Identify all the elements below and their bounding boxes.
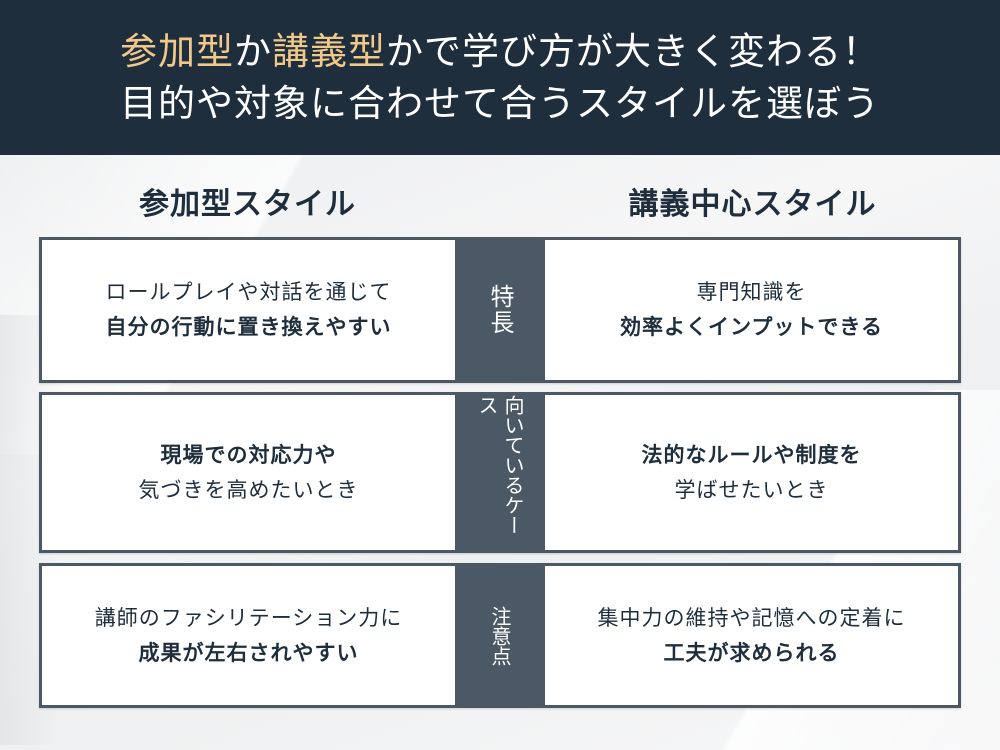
- cell-line: 集中力の維持や記憶への定着に: [597, 605, 906, 630]
- cell-line: 法的なルールや制度を: [641, 442, 862, 467]
- cell-line: 成果が左右されやすい: [138, 640, 359, 665]
- cell-lecture: 集中力の維持や記憶への定着に 工夫が求められる: [545, 566, 958, 705]
- comparison-row-cautions: 講師のファシリテーション力に 成果が左右されやすい 注意点 集中力の維持や記憶へ…: [39, 563, 961, 708]
- column-title-lecture: 講義中心スタイル: [628, 187, 877, 222]
- row-label-cautions: 注意点: [455, 566, 545, 705]
- row-label-text: 注意点: [488, 605, 512, 666]
- row-label-suitable-cases: 向いているケース: [455, 395, 545, 550]
- headline-line-2: 目的や対象に合わせて合うスタイルを選ぼう: [120, 81, 880, 125]
- comparison-row-suitable-cases: 現場での対応力や 気づきを高めたいとき 向いているケース 法的なルールや制度を …: [39, 392, 961, 553]
- row-label-text: 向いているケース: [475, 395, 525, 535]
- cell-participatory: 現場での対応力や 気づきを高めたいとき: [42, 395, 455, 550]
- cell-line: 学ばせたいとき: [674, 477, 829, 502]
- headline-text: か: [234, 29, 272, 73]
- headline-text: かで学び方が大きく変わる！: [386, 29, 880, 73]
- cell-line: 専門知識を: [696, 280, 807, 304]
- cell-line: 工夫が求められる: [663, 640, 840, 665]
- header-banner: 参加型か講義型かで学び方が大きく変わる！ 目的や対象に合わせて合うスタイルを選ぼ…: [0, 0, 1000, 155]
- cell-participatory: ロールプレイや対話を通じて 自分の行動に置き換えやすい: [42, 240, 455, 380]
- comparison-row-features: ロールプレイや対話を通じて 自分の行動に置き換えやすい 特長 専門知識を 効率よ…: [39, 237, 961, 383]
- row-label-text: 特長: [486, 284, 514, 336]
- headline-accent-lecture: 講義型: [272, 29, 386, 73]
- cell-line: 自分の行動に置き換えやすい: [105, 315, 392, 339]
- cell-lecture: 専門知識を 効率よくインプットできる: [545, 240, 958, 380]
- headline-accent-participatory: 参加型: [120, 29, 234, 73]
- cell-lecture: 法的なルールや制度を 学ばせたいとき: [545, 395, 958, 550]
- cell-line: ロールプレイや対話を通じて: [105, 280, 392, 304]
- cell-line: 現場での対応力や: [160, 442, 337, 467]
- cell-participatory: 講師のファシリテーション力に 成果が左右されやすい: [42, 566, 455, 705]
- row-label-features: 特長: [455, 240, 545, 380]
- headline-line-1: 参加型か講義型かで学び方が大きく変わる！: [120, 26, 880, 78]
- cell-line: 講師のファシリテーション力に: [94, 605, 403, 630]
- column-title-participatory: 参加型スタイル: [139, 187, 356, 222]
- cell-line: 気づきを高めたいとき: [138, 477, 359, 502]
- cell-line: 効率よくインプットできる: [620, 315, 883, 339]
